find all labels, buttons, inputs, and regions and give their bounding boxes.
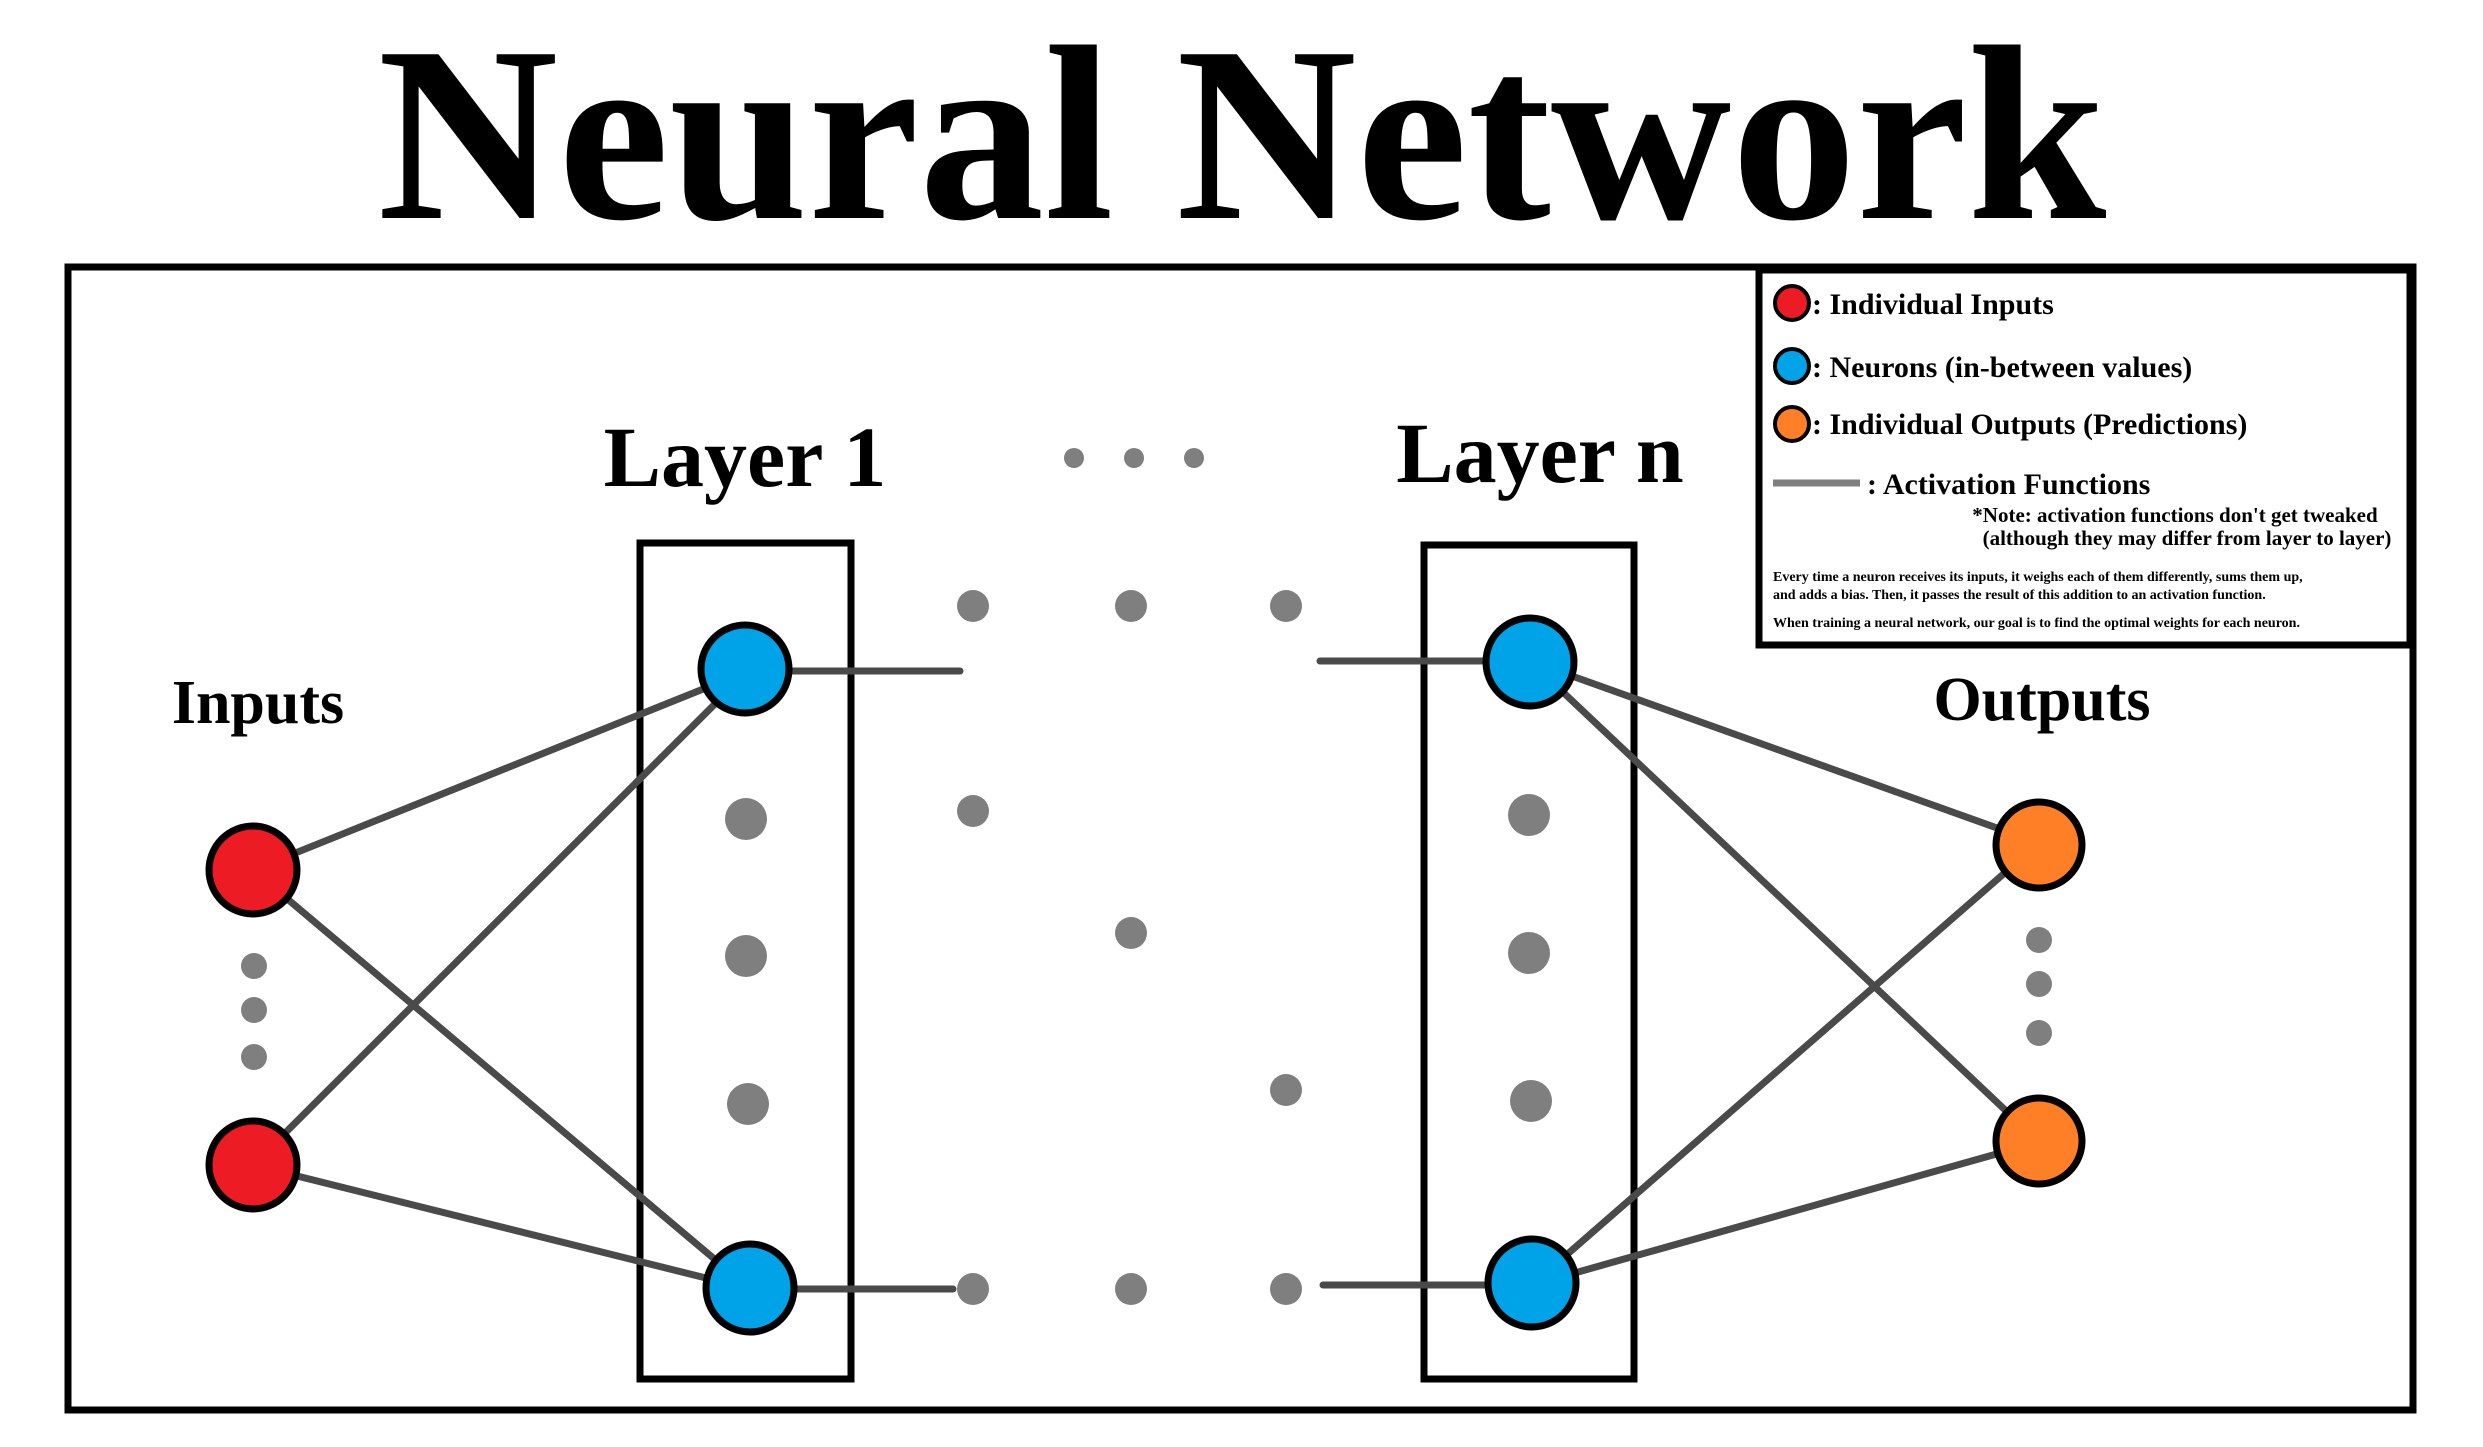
edge-neuron-top-to-output-2 xyxy=(1526,657,2043,1146)
legend-note-line-1: *Note: activation functions don't get tw… xyxy=(1972,503,2378,527)
layer-1-box xyxy=(636,539,855,1383)
ellipsis-dot xyxy=(957,590,989,622)
ellipsis-dot xyxy=(1115,1273,1147,1305)
ellipsis-dot xyxy=(1064,448,1084,468)
legend-paragraph-line-2: and adds a bias. Then, it passes the res… xyxy=(1773,588,2266,603)
edge-input-1-to-neuron-top xyxy=(249,667,752,874)
output-node xyxy=(1992,1094,2086,1188)
diagram-frame xyxy=(64,263,2417,1414)
ellipsis-dot xyxy=(241,1044,267,1070)
legend-input-swatch xyxy=(1773,284,1811,322)
edge-neuron-bottom-to-output-2 xyxy=(1528,1138,2043,1289)
ellipsis-dot xyxy=(727,1083,769,1125)
layer-1-label: Layer 1 xyxy=(604,409,887,505)
legend-border xyxy=(1755,266,2414,649)
legend-note-line-2: (although they may differ from layer to … xyxy=(1983,526,2392,550)
edge-input-1-to-neuron-bottom xyxy=(249,866,754,1293)
legend-box: : Individual Inputs : Neurons (in-betwee… xyxy=(1755,266,2414,649)
neuron-node xyxy=(697,621,793,717)
ellipsis-dot xyxy=(1115,917,1147,949)
neuron-node xyxy=(1484,1235,1580,1331)
edge-neuron-top-to-output-1 xyxy=(1526,657,2043,847)
outputs-label: Outputs xyxy=(1933,666,2150,734)
input-node xyxy=(205,1117,301,1213)
connections xyxy=(249,657,2043,1293)
ellipsis-dot xyxy=(241,997,267,1023)
legend-paragraph-line-1: Every time a neuron receives its inputs,… xyxy=(1773,570,2303,585)
legend-output-label: : Individual Outputs (Predictions) xyxy=(1812,408,2247,441)
nodes xyxy=(205,614,2086,1336)
edge-input-2-to-neuron-top xyxy=(249,667,752,1169)
neuron-node xyxy=(1482,614,1578,710)
ellipsis-dot xyxy=(725,935,767,977)
legend-output-swatch xyxy=(1773,405,1811,443)
input-node xyxy=(205,822,301,918)
ellipsis-dot xyxy=(957,795,989,827)
ellipsis-dot xyxy=(2026,971,2052,997)
edge-input-2-to-neuron-bottom xyxy=(249,1161,754,1293)
ellipsis-dot xyxy=(1184,448,1204,468)
ellipsis-dots xyxy=(241,448,2052,1305)
legend-neuron-swatch xyxy=(1773,347,1811,385)
ellipsis-dot xyxy=(1270,1074,1302,1106)
legend-paragraph-line-3: When training a neural network, our goal… xyxy=(1773,616,2300,631)
legend-activation-label: : Activation Functions xyxy=(1867,468,2150,501)
ellipsis-dot xyxy=(1270,590,1302,622)
output-node xyxy=(1992,798,2086,892)
ellipsis-dot xyxy=(2026,1020,2052,1046)
ellipsis-dot xyxy=(1115,590,1147,622)
layer-n-label: Layer n xyxy=(1396,405,1683,501)
edge-neuron-bottom-to-output-1 xyxy=(1528,839,2043,1289)
legend-input-label: : Individual Inputs xyxy=(1812,288,2054,321)
ellipsis-dot xyxy=(1124,448,1144,468)
ellipsis-dot xyxy=(2026,927,2052,953)
neuron-node xyxy=(702,1240,798,1336)
legend-neuron-label: : Neurons (in-between values) xyxy=(1812,351,2192,384)
ellipsis-dot xyxy=(1510,1080,1552,1122)
ellipsis-dot xyxy=(957,1273,989,1305)
layer-n-box xyxy=(1420,541,1638,1383)
ellipsis-dot xyxy=(241,953,267,979)
ellipsis-dot xyxy=(725,798,767,840)
ellipsis-dot xyxy=(1508,794,1550,836)
ellipsis-dot xyxy=(1270,1273,1302,1305)
ellipsis-dot xyxy=(1508,932,1550,974)
inputs-label: Inputs xyxy=(172,669,344,737)
page-title: Neural Network xyxy=(378,0,2107,273)
